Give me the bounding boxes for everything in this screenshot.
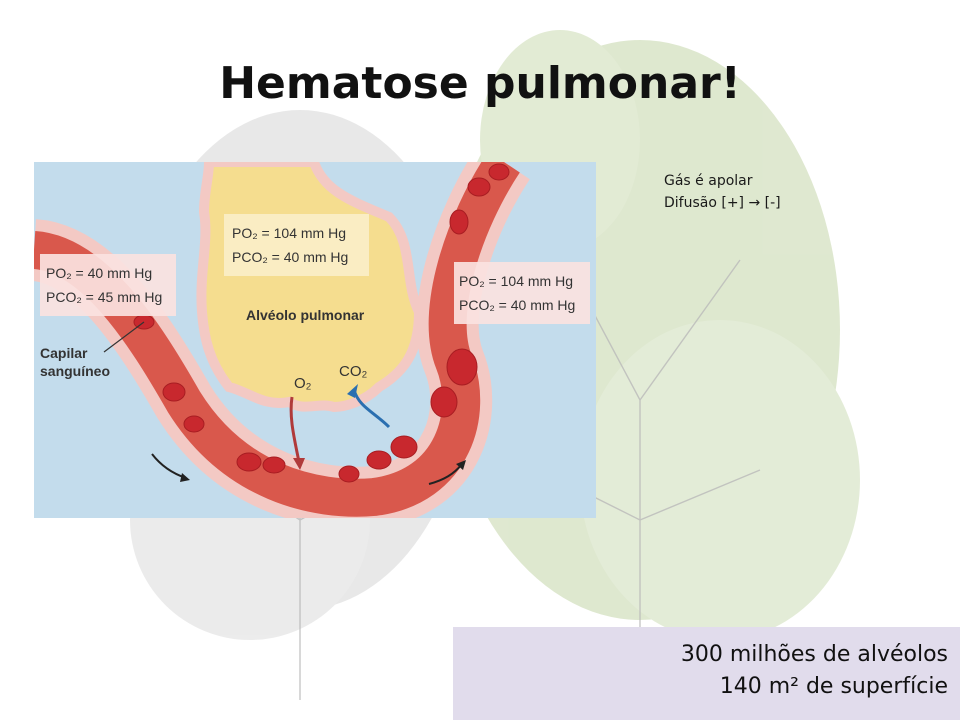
red-blood-cell xyxy=(467,177,491,197)
o2-arrow-head xyxy=(293,458,305,470)
red-blood-cell xyxy=(162,382,186,402)
facts-box: 300 milhões de alvéolos 140 m² de superf… xyxy=(453,627,960,720)
fact-alveoli-count: 300 milhões de alvéolos xyxy=(680,642,948,667)
fact-surface-area: 140 m² de superfície xyxy=(719,674,948,699)
alveolus-pco2-label: PCO₂ = 40 mm Hg xyxy=(232,249,348,265)
capillary-label-line2: sanguíneo xyxy=(40,363,110,379)
red-blood-cell xyxy=(446,348,478,386)
slide-title: Hematose pulmonar! xyxy=(219,58,741,109)
capillary-label-pointer xyxy=(103,321,145,353)
o2-label: O₂ xyxy=(294,375,312,392)
red-blood-cell xyxy=(390,435,418,459)
flow-arrow-left-head xyxy=(180,473,190,482)
venous-po2-label: PO₂ = 40 mm Hg xyxy=(46,265,152,281)
co2-arrow-head xyxy=(347,384,358,398)
note-line-diffusion: Difusão [+] → [-] xyxy=(664,195,781,211)
red-blood-cell xyxy=(449,209,469,235)
red-blood-cells xyxy=(133,163,510,483)
o2-arrow xyxy=(289,396,301,463)
capillary-blood xyxy=(34,162,520,517)
red-blood-cell xyxy=(183,415,205,433)
flow-arrow-right-head xyxy=(456,460,466,470)
arterial-pco2-label: PCO₂ = 40 mm Hg xyxy=(459,297,575,313)
arterial-po2-label: PO₂ = 104 mm Hg xyxy=(459,273,573,289)
co2-label: CO₂ xyxy=(339,363,368,380)
venous-pco2-label: PCO₂ = 45 mm Hg xyxy=(46,289,162,305)
side-notes: Gás é apolar Difusão [+] → [-] xyxy=(664,170,781,214)
red-blood-cell xyxy=(236,452,262,472)
red-blood-cell xyxy=(366,450,392,470)
red-blood-cell xyxy=(338,465,360,483)
alveolus-pressure-box xyxy=(224,214,369,276)
arterial-pressure-box xyxy=(454,262,590,324)
hematose-diagram: PO₂ = 104 mm Hg PCO₂ = 40 mm Hg PO₂ = 40… xyxy=(34,162,596,518)
red-blood-cell xyxy=(488,163,510,181)
capillary-label-line1: Capilar xyxy=(40,345,88,361)
alveolus-po2-label: PO₂ = 104 mm Hg xyxy=(232,225,346,241)
note-line-apolar: Gás é apolar xyxy=(664,173,753,189)
alveolus-label: Alvéolo pulmonar xyxy=(246,307,365,323)
venous-pressure-box xyxy=(40,254,176,316)
red-blood-cell xyxy=(430,386,458,418)
red-blood-cell xyxy=(262,456,286,474)
